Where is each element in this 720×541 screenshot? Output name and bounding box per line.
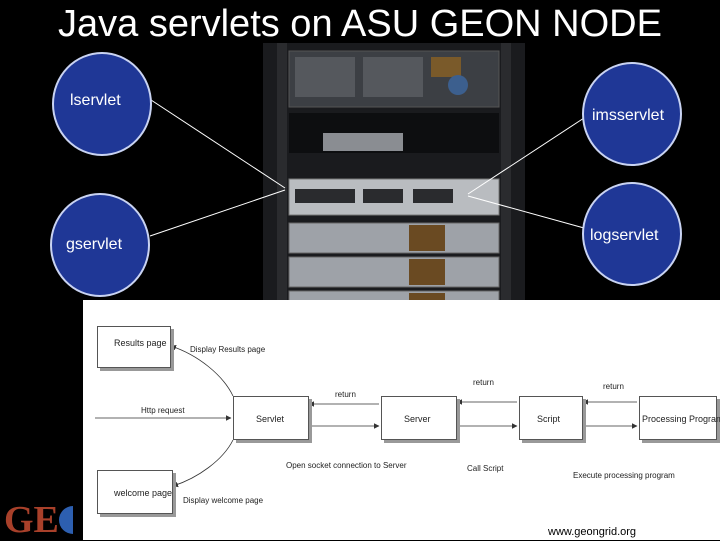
gservlet-bubble (50, 193, 150, 297)
call-script-label: Call Script (467, 464, 504, 473)
welcome-page-box: welcome page (97, 470, 173, 514)
results-page-label: Results page (114, 338, 167, 348)
script-label: Script (537, 414, 561, 424)
open-socket-label: Open socket connection to Server (286, 461, 407, 470)
display-results-label: Display Results page (190, 345, 266, 354)
processing-program-box: Processing Program (639, 396, 720, 440)
diagram-arrows (95, 344, 638, 488)
server-label: Server (404, 414, 431, 424)
server-box: Server (381, 396, 457, 440)
servlet-flow-diagram: Results page Servlet Server Script Proce… (83, 300, 720, 540)
return-label-3: return (603, 382, 624, 391)
geon-logo: GE (4, 500, 73, 540)
welcome-page-label: welcome page (114, 488, 173, 498)
globe-icon (58, 506, 73, 534)
servlet-label: Servlet (256, 414, 285, 424)
servlet-box: Servlet (233, 396, 309, 440)
geon-logo-text: GE (4, 499, 59, 541)
imsservlet-bubble (582, 62, 682, 166)
execute-program-label: Execute processing program (573, 471, 675, 480)
gservlet-label: gservlet (66, 236, 123, 253)
return-label-1: return (335, 390, 356, 399)
results-page-box: Results page (97, 326, 171, 368)
lservlet-label: lservlet (70, 92, 121, 109)
processing-program-label: Processing Program (642, 414, 720, 424)
http-request-label: Http request (141, 406, 185, 415)
footer-url: www.geongrid.org (548, 526, 637, 538)
return-label-2: return (473, 378, 494, 387)
script-box: Script (519, 396, 583, 440)
lservlet-bubble (52, 52, 152, 156)
imsservlet-label: imsservlet (592, 107, 665, 124)
display-welcome-label: Display welcome page (183, 496, 264, 505)
logservlet-label: logservlet (590, 227, 659, 244)
slide-title: Java servlets on ASU GEON NODE (58, 3, 662, 45)
logservlet-bubble (582, 182, 682, 286)
